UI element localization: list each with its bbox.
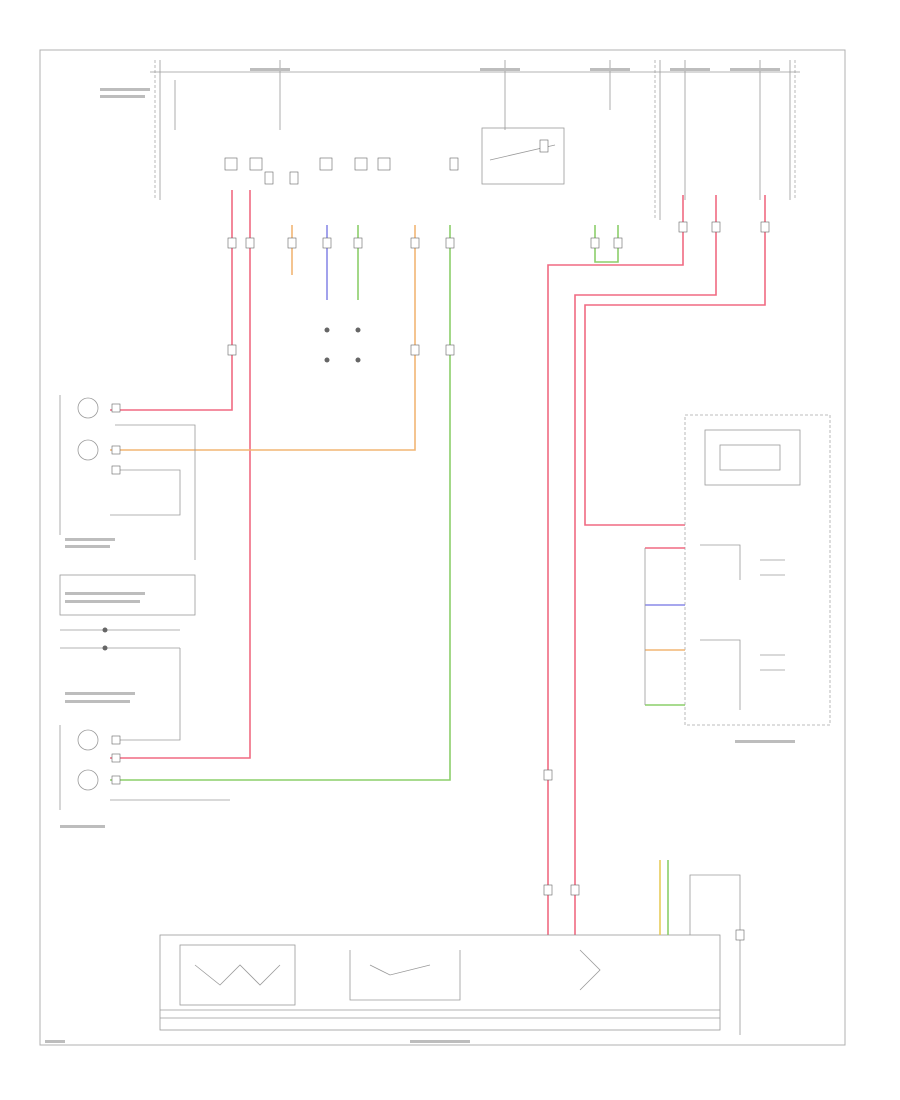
right-headlight [59,690,230,810]
headlight-switch-box [159,934,721,1031]
fuse-feed-lines [150,60,800,220]
left-leveling-actuators [59,574,196,690]
diagram-frame [39,49,846,1046]
wire-red-left [110,190,251,759]
wire-green [110,225,619,781]
top-connector-row [224,157,459,185]
wire-yellow-green-pair [659,860,669,935]
ground-point-right [689,874,745,1035]
cluster-inputs [644,547,685,706]
instrument-cluster [684,414,831,726]
wire-red-right [547,195,766,935]
splice-points [324,327,361,363]
label-marks [45,68,795,1043]
left-headlight [59,395,196,560]
wire-orange [110,225,416,451]
headlight-relay [481,127,565,185]
inline-connectors [227,221,770,896]
